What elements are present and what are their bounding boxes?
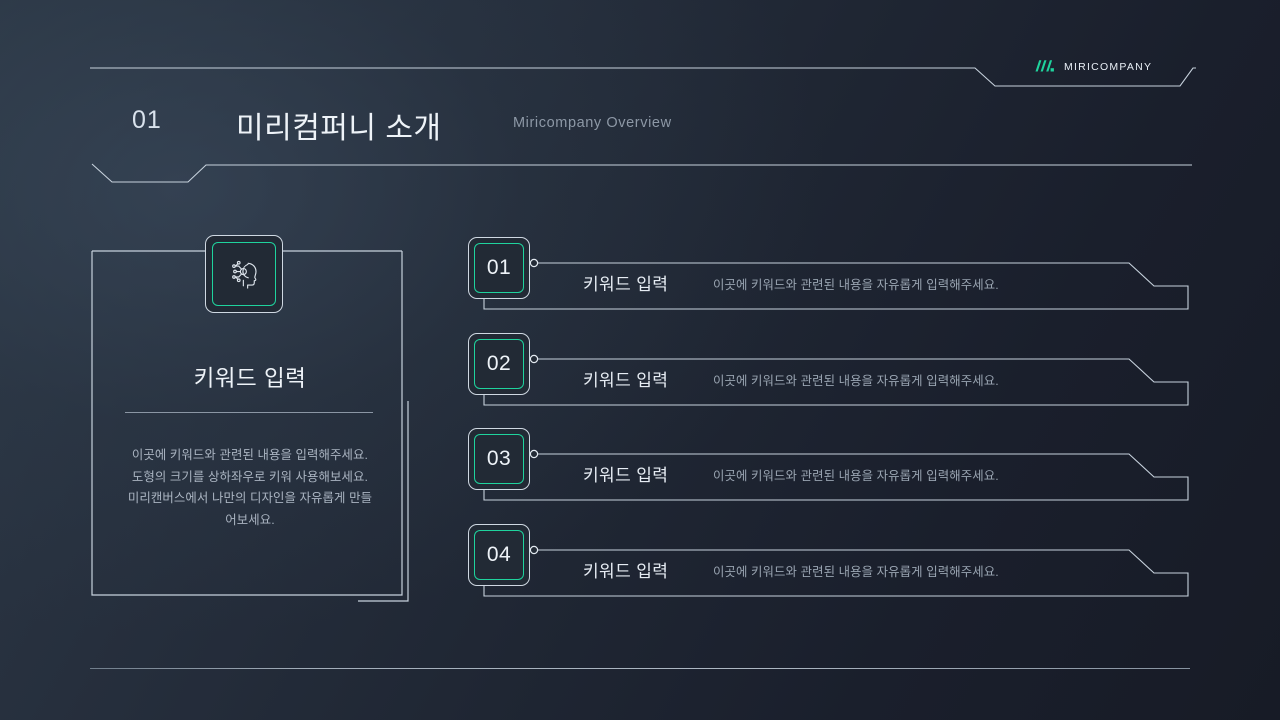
row-description-01: 이곳에 키워드와 관련된 내용을 자유롭게 입력해주세요.	[713, 278, 999, 292]
row-number-01: 01	[474, 243, 524, 293]
row-frame-03	[479, 449, 1189, 501]
row-description-03: 이곳에 키워드와 관련된 내용을 자유롭게 입력해주세요.	[713, 469, 999, 483]
left-card-frame	[91, 250, 409, 602]
row-frame-01	[479, 258, 1189, 310]
ai-head-icon-box	[205, 235, 283, 313]
page-subtitle: Miricompany Overview	[513, 115, 672, 131]
page-title: 미리컴퍼니 소개	[236, 112, 442, 145]
logo-text: MIRICOMPANY	[1064, 61, 1153, 73]
row-number-04: 04	[474, 530, 524, 580]
left-card-divider	[125, 412, 373, 413]
left-card-title: 키워드 입력	[193, 366, 307, 391]
brand-logo: MIRICOMPANY	[1035, 59, 1152, 75]
keyword-rows-list: 01 키워드 입력 이곳에 키워드와 관련된 내용을 자유롭게 입력해주세요. …	[466, 232, 1194, 610]
row-description-02: 이곳에 키워드와 관련된 내용을 자유롭게 입력해주세요.	[713, 374, 999, 388]
ai-head-circuit-icon	[232, 260, 257, 289]
keyword-row-04[interactable]: 04 키워드 입력 이곳에 키워드와 관련된 내용을 자유롭게 입력해주세요.	[466, 519, 1194, 601]
row-keyword-04: 키워드 입력	[583, 562, 669, 581]
row-badge-04: 04	[468, 524, 530, 586]
row-number-02: 02	[474, 339, 524, 389]
row-number-03: 03	[474, 434, 524, 484]
row-keyword-03: 키워드 입력	[583, 466, 669, 485]
row-badge-03: 03	[468, 428, 530, 490]
left-card-body: 이곳에 키워드와 관련된 내용을 입력해주세요. 도형의 크기를 상하좌우로 키…	[127, 448, 373, 528]
ai-head-icon-inner	[212, 242, 276, 306]
keyword-row-01[interactable]: 01 키워드 입력 이곳에 키워드와 관련된 내용을 자유롭게 입력해주세요.	[466, 232, 1194, 314]
keyword-row-03[interactable]: 03 키워드 입력 이곳에 키워드와 관련된 내용을 자유롭게 입력해주세요.	[466, 423, 1194, 505]
row-frame-02	[479, 354, 1189, 406]
row-badge-02: 02	[468, 333, 530, 395]
header-decoration-lines	[90, 67, 1196, 183]
keyword-row-02[interactable]: 02 키워드 입력 이곳에 키워드와 관련된 내용을 자유롭게 입력해주세요.	[466, 328, 1194, 410]
footer-divider	[90, 668, 1190, 669]
row-keyword-01: 키워드 입력	[583, 275, 669, 294]
left-feature-card: 키워드 입력 이곳에 키워드와 관련된 내용을 입력해주세요. 도형의 크기를 …	[91, 235, 409, 602]
row-badge-01: 01	[468, 237, 530, 299]
row-keyword-02: 키워드 입력	[583, 371, 669, 390]
section-number: 01	[132, 106, 162, 134]
miricompany-logo-mark	[1035, 60, 1054, 72]
row-frame-04	[479, 545, 1189, 597]
row-description-04: 이곳에 키워드와 관련된 내용을 자유롭게 입력해주세요.	[713, 565, 999, 579]
